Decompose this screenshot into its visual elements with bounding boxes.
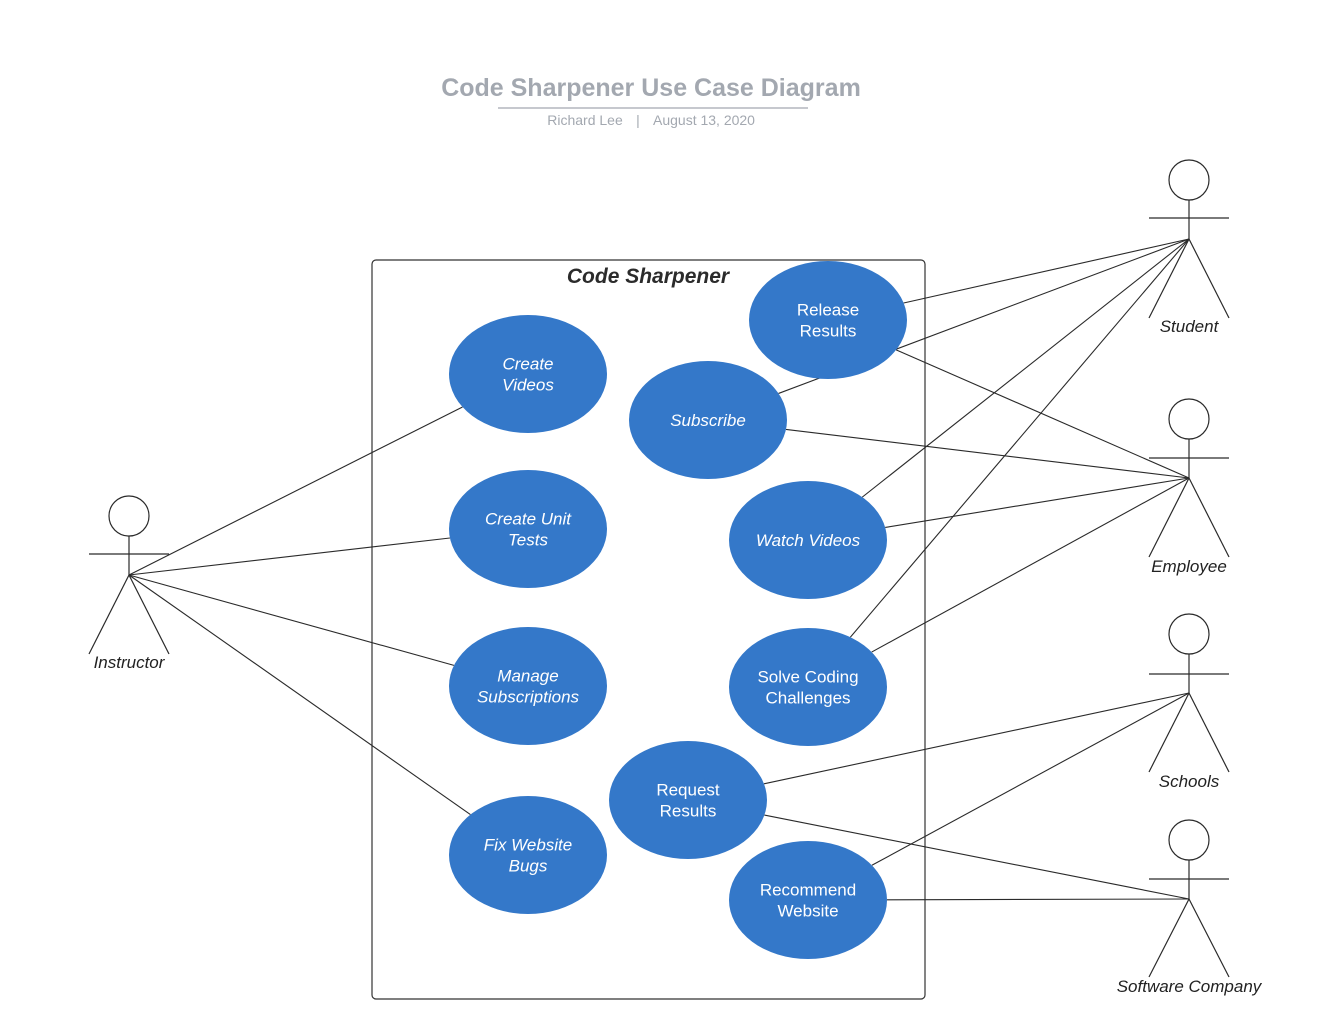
association-line-employee-release-results <box>895 349 1190 479</box>
system-boundary <box>371 259 926 1000</box>
association-line-schools-request-results <box>763 692 1190 785</box>
use-case-label: Watch Videos <box>756 531 861 550</box>
use-case-ellipse[interactable] <box>749 261 907 379</box>
use-case-ellipse[interactable] <box>729 841 887 959</box>
association-line-employee-watch-videos <box>885 477 1190 528</box>
use-case-ellipse[interactable] <box>729 481 887 599</box>
use-case-label: Create <box>502 355 553 374</box>
actor-right-leg <box>1188 692 1230 773</box>
use-case-label: Release <box>797 301 859 320</box>
use-case-label: Subscribe <box>670 411 746 430</box>
diagram-author: Richard Lee <box>547 112 623 128</box>
actor-left-leg <box>1148 238 1190 319</box>
use-case-subscribe[interactable]: Subscribe <box>629 361 787 479</box>
actor-head-icon <box>1168 613 1210 655</box>
association-line-software-company-request-results <box>764 814 1190 900</box>
use-case-label: Bugs <box>509 857 548 876</box>
use-case-ellipse[interactable] <box>449 470 607 588</box>
actor-label: Student <box>1160 317 1220 336</box>
actor-head-icon <box>1168 398 1210 440</box>
actor-employee[interactable]: Employee <box>1148 398 1230 576</box>
actor-software-company[interactable]: Software Company <box>1117 819 1263 996</box>
use-case-label: Request <box>656 781 720 800</box>
subtitle-separator: | <box>636 112 640 128</box>
use-case-label: Website <box>777 902 838 921</box>
association-line-student-solve-coding-challenges <box>849 238 1190 638</box>
actor-label: Instructor <box>94 653 166 672</box>
actor-head-icon <box>1168 819 1210 861</box>
association-line-instructor-manage-subscriptions <box>128 574 455 666</box>
use-case-label: Challenges <box>765 689 850 708</box>
use-case-ellipse[interactable] <box>629 361 787 479</box>
use-case-watch-videos[interactable]: Watch Videos <box>729 481 887 599</box>
actor-right-leg <box>1188 238 1230 319</box>
actors: Instructor StudentEmployeeSchoolsSoftware… <box>88 159 1263 996</box>
actor-right-leg <box>128 574 170 655</box>
diagram-title: Code Sharpener Use Case Diagram <box>441 74 861 102</box>
association-line-schools-recommend-website <box>871 692 1190 866</box>
association-line-student-watch-videos <box>861 238 1190 498</box>
actor-right-leg <box>1188 477 1230 558</box>
actor-label: Schools <box>1159 772 1220 791</box>
actor-left-leg <box>1148 477 1190 558</box>
actor-label: Employee <box>1151 557 1227 576</box>
use-case-label: Solve Coding <box>757 668 858 687</box>
use-case-ellipse[interactable] <box>449 315 607 433</box>
actor-head-icon <box>1168 159 1210 201</box>
use-case-ellipse[interactable] <box>609 741 767 859</box>
association-line-instructor-fix-website-bugs <box>128 574 471 816</box>
use-case-label: Results <box>800 322 857 341</box>
use-case-ellipse[interactable] <box>449 627 607 745</box>
actor-head-icon <box>108 495 150 537</box>
actor-right-leg <box>1188 898 1230 978</box>
actor-left-leg <box>1148 898 1190 978</box>
association-line-employee-subscribe <box>785 428 1190 479</box>
actor-label: Software Company <box>1117 977 1263 996</box>
system-boundary-title: Code Sharpener <box>567 265 731 288</box>
use-case-label: Create Unit <box>485 510 572 529</box>
actor-left-leg <box>1148 692 1190 773</box>
use-case-label: Recommend <box>760 881 856 900</box>
association-line-instructor-create-videos <box>128 406 463 576</box>
use-case-label: Subscriptions <box>477 688 580 707</box>
use-case-label: Manage <box>497 667 558 686</box>
association-line-employee-solve-coding-challenges <box>871 477 1190 653</box>
actor-left-leg <box>88 574 130 655</box>
actor-student[interactable]: Student <box>1148 159 1230 336</box>
use-case-label: Fix Website <box>484 836 573 855</box>
use-cases: ReleaseResultsCreateVideosSubscribeCreat… <box>449 261 907 959</box>
association-line-instructor-create-unit-tests <box>128 537 450 576</box>
actor-instructor[interactable]: Instructor <box>88 495 170 672</box>
use-case-label: Results <box>660 802 717 821</box>
association-line-software-company-recommend-website <box>886 898 1190 901</box>
actor-schools[interactable]: Schools <box>1148 613 1230 791</box>
use-case-ellipse[interactable] <box>729 628 887 746</box>
association-lines <box>128 238 1190 901</box>
use-case-label: Videos <box>502 376 554 395</box>
diagram-date: August 13, 2020 <box>653 112 755 128</box>
use-case-ellipse[interactable] <box>449 796 607 914</box>
association-line-student-release-results <box>903 238 1190 304</box>
use-case-label: Tests <box>508 531 549 550</box>
